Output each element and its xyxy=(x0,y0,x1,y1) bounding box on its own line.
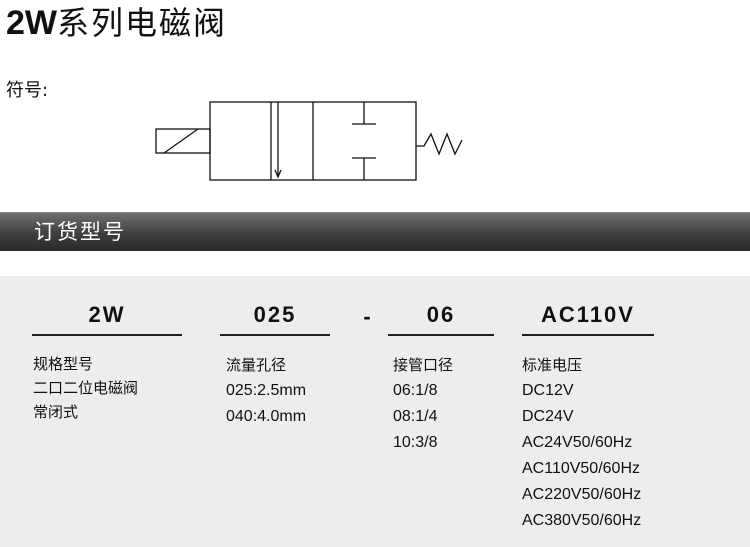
flow-arrow xyxy=(274,169,282,179)
spec-item: AC380V50/60Hz xyxy=(522,512,642,529)
spec-item: 025:2.5mm xyxy=(226,382,307,399)
order-code-port: 06 xyxy=(388,302,494,336)
spec-heading: 标准电压 xyxy=(522,356,583,374)
spec-column-model: 规格型号 二口二位电磁阀 常闭式 xyxy=(33,352,138,424)
order-code-type: 2W xyxy=(32,302,182,336)
spring-icon xyxy=(416,132,463,156)
spec-item: 08:1/4 xyxy=(393,408,438,425)
spec-heading: 流量孔径 xyxy=(226,356,287,374)
spec-item: AC24V50/60Hz xyxy=(522,434,633,451)
solenoid-actuator xyxy=(155,128,211,154)
spec-item: 常闭式 xyxy=(33,403,79,421)
spec-item: AC110V50/60Hz xyxy=(522,460,640,477)
page-title: 2W系列电磁阀 xyxy=(6,2,227,44)
title-name: 系列电磁阀 xyxy=(57,4,228,42)
spec-column-orifice: 流量孔径 025:2.5mm 040:4.0mm xyxy=(226,352,306,430)
order-section-bar: 订货型号 xyxy=(0,212,750,251)
spec-heading: 接管口径 xyxy=(393,356,454,374)
order-code-separator: - xyxy=(363,304,371,329)
order-code-orifice: 025 xyxy=(220,302,330,336)
spec-item: 二口二位电磁阀 xyxy=(33,379,139,397)
spec-heading: 规格型号 xyxy=(33,355,94,373)
valve-symbol-diagram xyxy=(155,101,463,181)
order-panel xyxy=(0,276,750,547)
spec-item: 040:4.0mm xyxy=(226,408,307,425)
spec-item: 10:3/8 xyxy=(393,434,438,451)
title-model: 2W xyxy=(6,4,57,42)
spec-item: DC12V xyxy=(522,382,574,399)
spec-item: 06:1/8 xyxy=(393,382,438,399)
order-section-title: 订货型号 xyxy=(34,220,126,244)
spec-item: AC220V50/60Hz xyxy=(522,486,642,503)
order-code-voltage: AC110V xyxy=(522,302,654,336)
spec-column-port: 接管口径 06:1/8 08:1/4 10:3/8 xyxy=(393,352,453,456)
symbol-label: 符号: xyxy=(6,80,49,101)
spec-item: DC24V xyxy=(522,408,574,425)
solenoid-slash xyxy=(163,128,199,154)
spec-column-voltage: 标准电压 DC12V DC24V AC24V50/60Hz AC110V50/6… xyxy=(522,352,641,534)
